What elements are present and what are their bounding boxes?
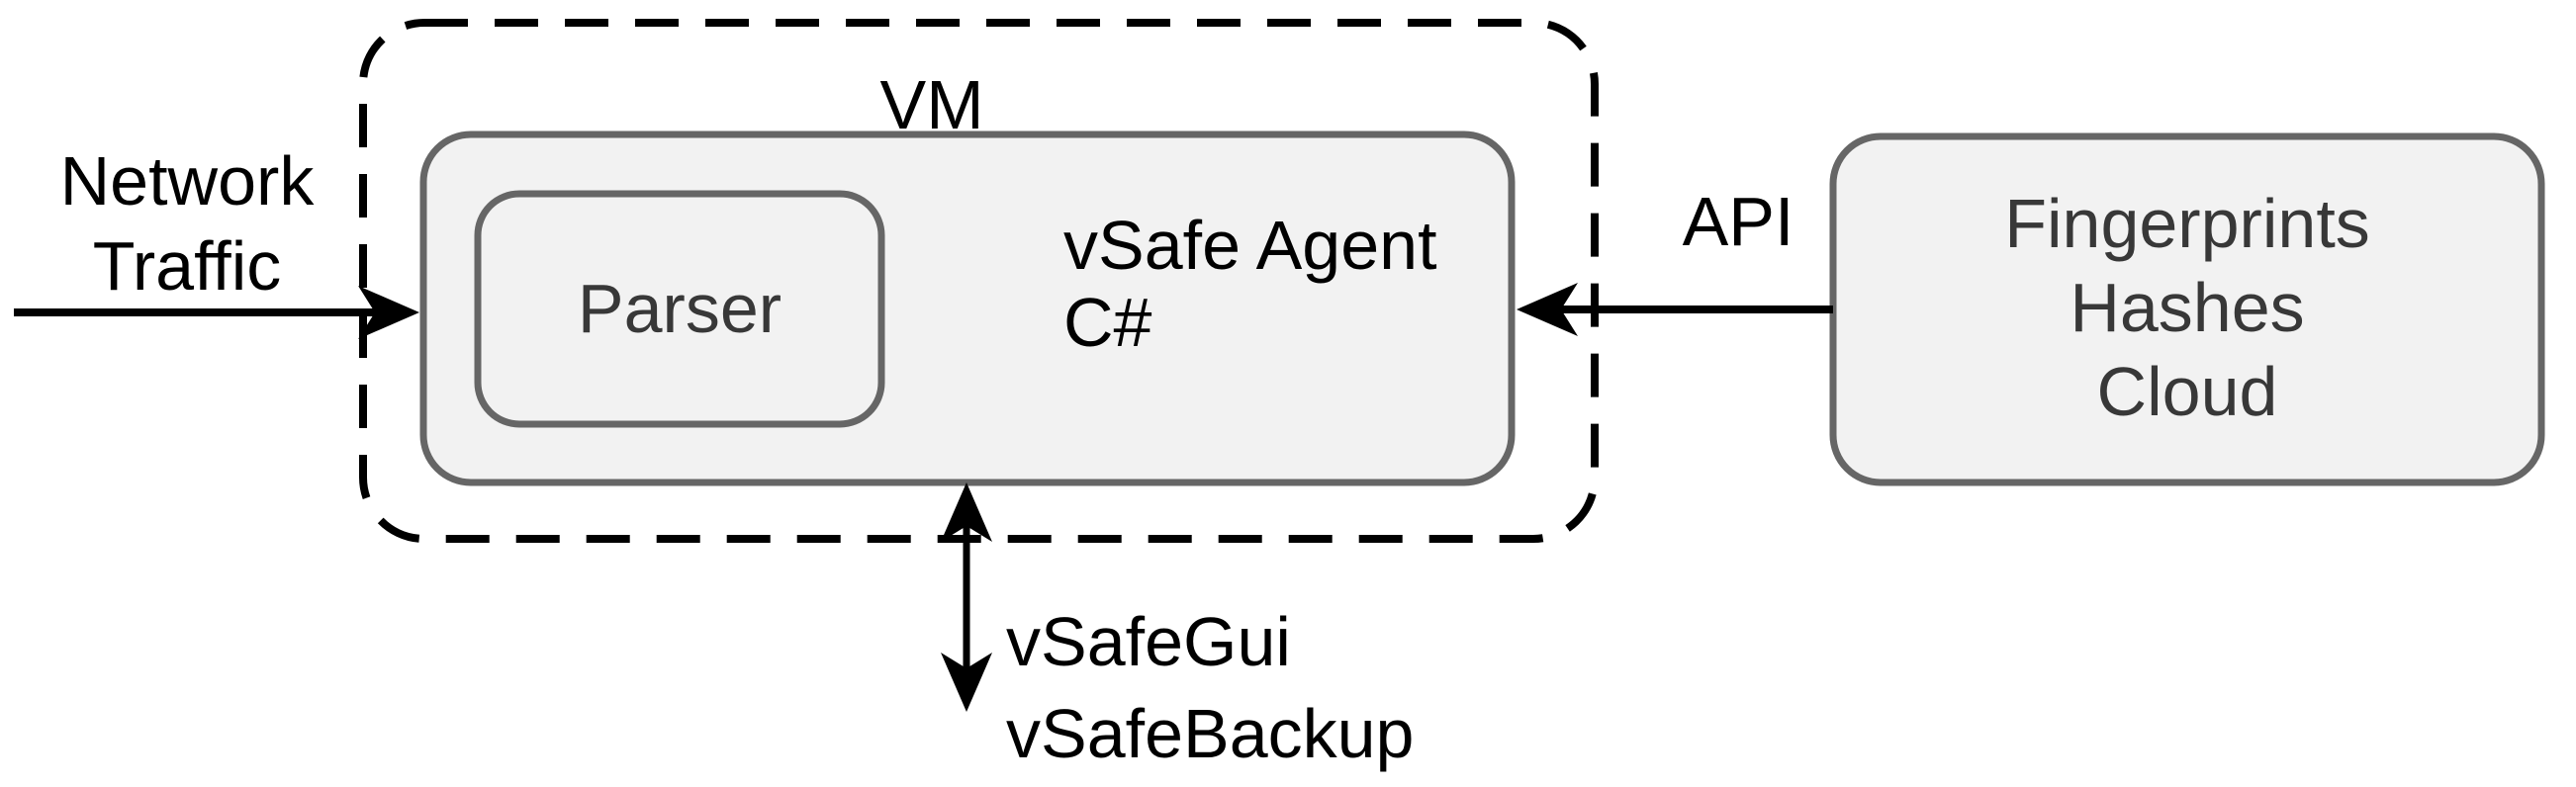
parser-label: Parser — [578, 270, 782, 347]
cloud-box-label-line1: Fingerprints — [2004, 185, 2370, 262]
vm-dashed-boundary — [359, 19, 1599, 543]
vsafe-agent-label-line2: C# — [1063, 284, 1152, 361]
gui-backup-label-line2: vSafeBackup — [1006, 695, 1414, 772]
network-traffic-arrowhead — [358, 286, 419, 339]
parser-box: Parser — [474, 190, 885, 428]
cloud-box-label-line2: Hashes — [2070, 269, 2304, 346]
vm-label: VM — [880, 66, 984, 143]
cloud-box-label-line3: Cloud — [2097, 353, 2278, 430]
api-arrowhead — [1517, 283, 1578, 336]
api-arrow: API — [1517, 183, 1833, 336]
network-traffic-arrow: Network Traffic — [14, 142, 419, 339]
gui-backup-label-line1: vSafeGui — [1006, 603, 1291, 680]
api-label: API — [1683, 183, 1794, 260]
gui-backup-arrowhead-top — [941, 482, 992, 542]
vm-group: VM — [359, 19, 1599, 543]
parser-rect — [474, 190, 885, 428]
gui-backup-double-arrow: vSafeGui vSafeBackup — [941, 482, 1414, 772]
fingerprints-cloud-box: Fingerprints Hashes Cloud — [1829, 132, 2545, 486]
vsafe-agent-label-line1: vSafe Agent — [1063, 207, 1437, 284]
network-traffic-label-line1: Network — [60, 142, 316, 219]
network-traffic-label-line2: Traffic — [93, 227, 282, 305]
gui-backup-arrowhead-bottom — [941, 653, 992, 712]
